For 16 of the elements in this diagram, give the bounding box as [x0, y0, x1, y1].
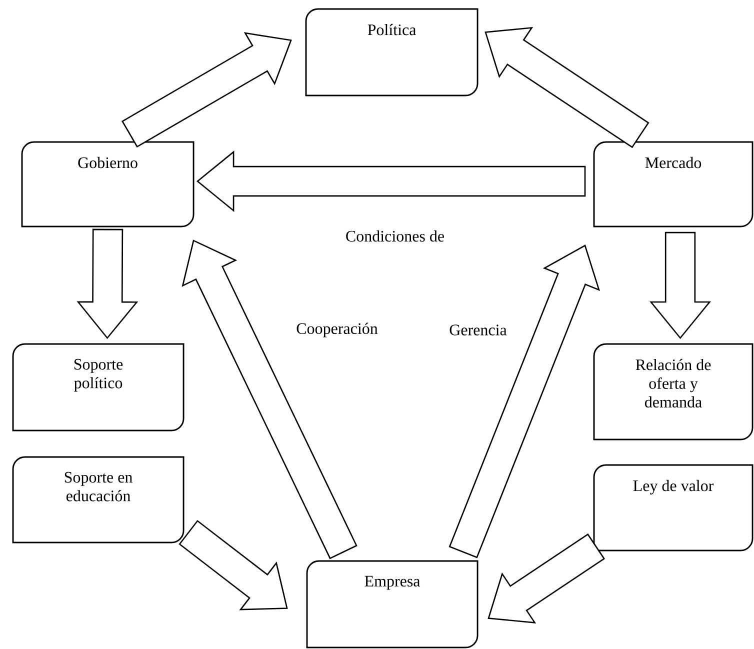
process-box: Soporte político — [12, 343, 184, 432]
process-box: Política — [305, 8, 478, 96]
block-arrow — [196, 150, 586, 212]
process-box: Mercado — [593, 141, 754, 228]
process-box: Ley de valor — [593, 464, 754, 552]
block-arrow — [448, 244, 600, 558]
block-arrow — [76, 228, 138, 340]
block-arrow — [650, 232, 711, 340]
process-box: Relación de oferta y demanda — [593, 343, 754, 440]
process-box: Empresa — [306, 560, 478, 648]
text-label: Gerencia — [450, 324, 507, 336]
block-arrow — [182, 240, 358, 560]
process-box: Gobierno — [21, 141, 194, 228]
process-box: Soporte en educación — [12, 456, 184, 544]
text-label: Condiciones de — [346, 230, 444, 242]
text-label: Cooperación — [296, 322, 378, 338]
